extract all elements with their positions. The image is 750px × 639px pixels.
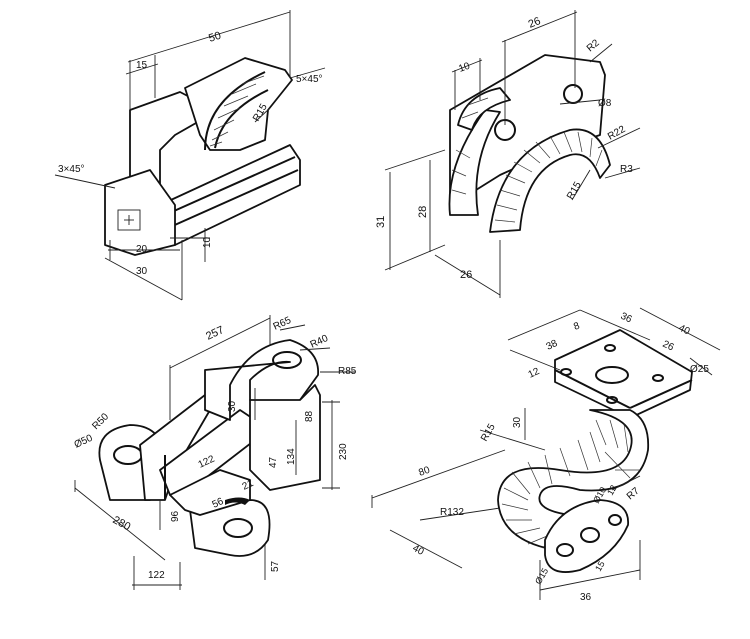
- part-3-dim-r50: R50: [90, 411, 111, 432]
- part-2-dim-28: 28: [417, 206, 429, 218]
- part-1-dim-10: 10: [202, 236, 213, 248]
- part-2-dim-10: 10: [457, 61, 472, 75]
- part-2-arc-hatch: [451, 131, 603, 223]
- part-3-dim-122b: 122: [148, 570, 165, 581]
- part-2-dim-26: 26: [527, 15, 543, 31]
- part-2-dim-r3: R3: [620, 164, 633, 175]
- part-2-dim-r2: R2: [585, 37, 602, 54]
- part-4-pipe-mesh: [501, 419, 640, 549]
- part-2-dim-26b: 26: [460, 269, 472, 281]
- part-4-dim-dia25: Ø25: [690, 364, 709, 375]
- part-1-dim-30: 30: [136, 266, 148, 277]
- part-4-dim-36b: 36: [580, 592, 592, 603]
- part-4-dim-12a: 12: [527, 366, 542, 381]
- part-4-dim-36: 36: [619, 311, 634, 326]
- part-4-dim-15: 15: [593, 559, 607, 573]
- part-3-dim-dia50: Ø50: [73, 433, 95, 451]
- part-3-body: [98, 339, 321, 557]
- part-1-dim-50: 50: [207, 30, 222, 45]
- part-2-dim-r15: R15: [565, 180, 584, 202]
- part-4-dim-12b: 12: [605, 483, 619, 497]
- part-3-dim-r85: R85: [338, 366, 357, 377]
- part-4-dim-40: 40: [677, 323, 692, 338]
- part-1-dim-chamfer-top: 5×45°: [296, 74, 323, 85]
- part-1-dim-chamfer-left: 3×45°: [58, 164, 85, 175]
- part-1-dim-20: 20: [136, 244, 148, 255]
- part-3-dim-96: 96: [170, 510, 181, 522]
- drawing-part-1: 50 15 5×45° R15 3×45° 20 30 10: [54, 10, 326, 301]
- drawing-part-3: 257 R65 R40 R85 Ø50 R50 30 88 230 134 47…: [73, 315, 357, 590]
- part-4-dim-40b: 40: [411, 543, 426, 558]
- part-3-dim-134: 134: [286, 448, 297, 465]
- part-3-dim-56: 56: [211, 496, 226, 511]
- part-3-dim-21: 21: [241, 478, 256, 493]
- drawing-part-4: 8 38 40 36 26 12 Ø25 30 R15 80 R132 40 Ø…: [371, 307, 721, 603]
- part-1-dim-15: 15: [136, 60, 148, 71]
- part-4-dim-30: 30: [512, 416, 523, 428]
- part-3-dim-88: 88: [304, 410, 315, 422]
- part-1-body: [104, 57, 301, 256]
- part-3-dim-230: 230: [338, 443, 349, 460]
- part-3-dim-47: 47: [268, 456, 279, 468]
- part-4-dim-r15: R15: [479, 422, 498, 444]
- part-3-dim-257: 257: [204, 324, 226, 343]
- part-1-dimensions: 50 15 5×45° R15 3×45° 20 30 10: [54, 10, 326, 301]
- part-1-cutout-hatch: [209, 75, 265, 147]
- part-3-dim-57: 57: [270, 560, 281, 572]
- part-4-dim-26: 26: [661, 339, 676, 354]
- part-4-dim-80: 80: [417, 465, 432, 479]
- part-4-dimensions: 8 38 40 36 26 12 Ø25 30 R15 80 R132 40 Ø…: [371, 307, 721, 603]
- part-4-dim-8: 8: [572, 320, 581, 332]
- part-2-dim-r22: R22: [606, 124, 628, 143]
- part-4-body: [497, 329, 693, 573]
- part-3-dim-30: 30: [227, 400, 238, 412]
- part-3-dim-r65: R65: [272, 315, 294, 333]
- part-4-dim-r132: R132: [440, 507, 464, 518]
- part-4-dim-r7: R7: [625, 485, 642, 502]
- part-2-body: [448, 54, 611, 233]
- part-2-dim-dia8: Ø8: [598, 98, 612, 109]
- part-3-dim-280: 280: [111, 514, 133, 533]
- part-4-dim-dia15: Ø15: [533, 566, 550, 586]
- part-2-dim-31: 31: [375, 216, 387, 228]
- drawing-part-2: 26 10 R2 Ø8 R22 R3 R15 31 28 26: [375, 10, 641, 298]
- part-4-dim-38: 38: [545, 338, 560, 353]
